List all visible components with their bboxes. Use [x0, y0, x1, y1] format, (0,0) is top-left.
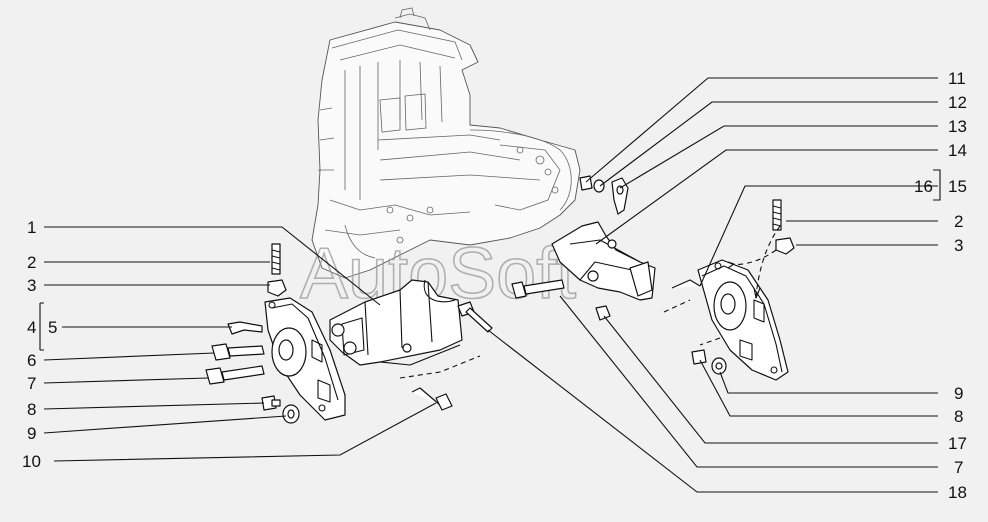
callout-6: 6 — [27, 351, 36, 370]
callout-4: 4 — [27, 318, 36, 337]
callout-17: 17 — [948, 434, 967, 453]
callout-3: 3 — [27, 276, 36, 295]
callout-15: 15 — [948, 177, 967, 196]
callout-5: 5 — [48, 318, 57, 337]
callout-18: 18 — [948, 483, 967, 502]
callout-14: 14 — [948, 141, 967, 160]
callout-8: 8 — [27, 400, 36, 419]
left-engine-mount — [205, 243, 346, 424]
callout-9: 9 — [27, 424, 36, 443]
callout-7-right: 7 — [954, 458, 963, 477]
callout-10: 10 — [22, 452, 41, 471]
callout-2: 2 — [27, 253, 36, 272]
callout-12: 12 — [948, 93, 967, 112]
callout-16: 16 — [914, 177, 933, 196]
central-bracket — [329, 279, 493, 411]
callout-11: 11 — [948, 69, 966, 88]
leader-lines — [39, 77, 941, 493]
callout-2-right: 2 — [954, 212, 963, 231]
callout-9-right: 9 — [954, 384, 963, 403]
engine-gearbox — [311, 7, 581, 279]
callout-7: 7 — [27, 374, 36, 393]
callout-3-right: 3 — [954, 236, 963, 255]
callout-8-right: 8 — [954, 407, 963, 426]
callout-1: 1 — [27, 218, 36, 237]
callout-13: 13 — [948, 117, 967, 136]
right-engine-mount — [663, 199, 795, 381]
callout-labels: 1 2 3 4 5 6 7 8 9 10 11 12 13 14 16 15 2… — [22, 69, 967, 502]
right-bracket — [511, 175, 701, 321]
